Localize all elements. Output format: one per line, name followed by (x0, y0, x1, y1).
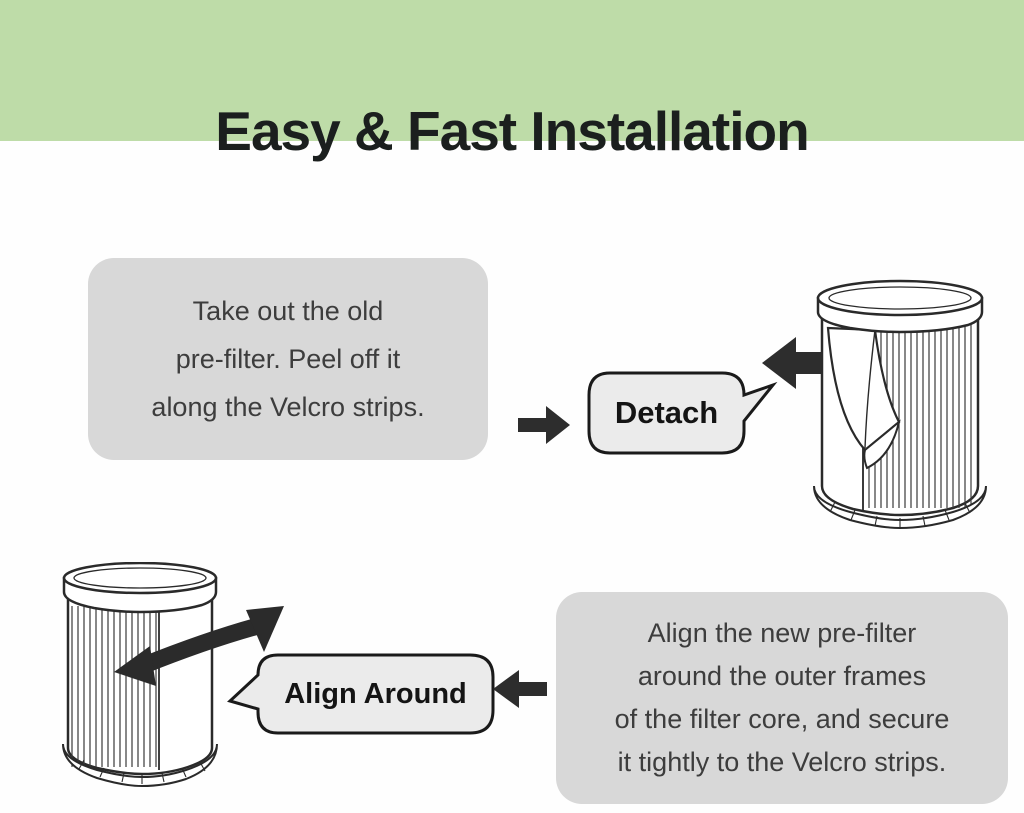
peel-direction-arrow-icon (762, 337, 834, 389)
arrow-right-icon (518, 406, 570, 444)
instruction-line: Align the new pre-filter (647, 618, 917, 648)
align-around-bubble-label: Align Around (284, 677, 467, 710)
detach-speech-bubble (587, 371, 778, 455)
page-title: Easy & Fast Installation (215, 99, 809, 162)
filter-cap-top (816, 279, 984, 317)
instruction-line: pre-filter. Peel off it (175, 344, 401, 374)
old-filter-illustration (813, 279, 987, 530)
header-banner (0, 0, 1024, 141)
arrow-left-icon (493, 670, 547, 708)
filter-base-rim (62, 743, 218, 788)
align-around-speech-bubble (227, 653, 495, 735)
instruction-line: of the filter core, and secure (614, 704, 950, 734)
filter-pleats (71, 606, 157, 767)
wrap-around-arrow-icon (114, 606, 284, 686)
instruction-line: around the outer frames (637, 661, 927, 691)
instruction-box-align: Align the new pre-filter around the oute… (556, 592, 1008, 804)
filter-cap-top (62, 562, 218, 595)
instruction-line: it tightly to the Velcro strips. (617, 747, 947, 777)
instruction-box-detach: Take out the old pre-filter. Peel off it… (88, 258, 488, 460)
sheet-curl (863, 419, 901, 470)
instruction-line: along the Velcro strips. (151, 392, 425, 422)
filter-base-rim (813, 485, 987, 530)
instruction-line: Take out the old (192, 296, 384, 326)
detach-bubble-label: Detach (614, 395, 719, 430)
